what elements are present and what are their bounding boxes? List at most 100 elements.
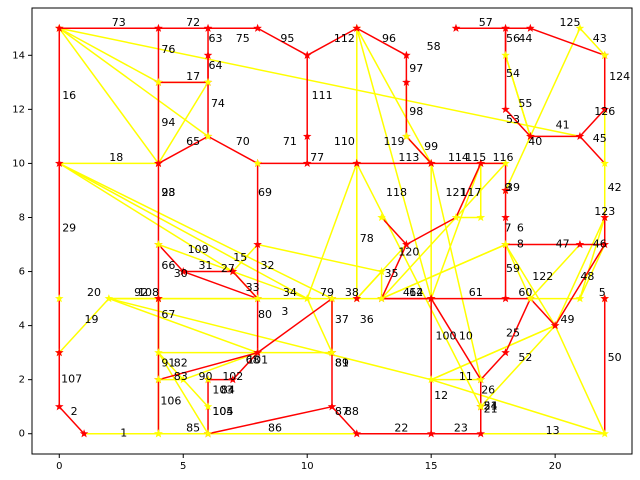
node-marker-90 [178, 375, 188, 384]
yellow-edge-16-70 [58, 27, 209, 138]
node-label-17: 17 [186, 70, 200, 83]
node-label-95: 95 [280, 32, 294, 45]
node-label-113: 113 [398, 151, 419, 164]
yellow-edge-40-125 [529, 27, 581, 137]
node-label-34: 34 [283, 286, 297, 299]
node-label-20: 20 [87, 286, 101, 299]
node-marker-29 [54, 158, 64, 168]
red-edge-68-83 [158, 351, 258, 381]
node-marker-12 [426, 375, 436, 384]
node-label-24: 24 [484, 400, 498, 413]
node-label-61: 61 [469, 286, 483, 299]
node-label-30: 30 [174, 267, 188, 280]
node-label-18: 18 [109, 151, 123, 164]
node-marker-55 [526, 131, 535, 141]
node-label-45: 45 [593, 132, 607, 145]
node-label-23: 23 [454, 421, 468, 434]
red-edge-120-14 [380, 244, 408, 299]
node-label-33: 33 [246, 281, 260, 294]
red-edge-98-113 [405, 135, 432, 164]
node-marker-106 [154, 429, 163, 438]
red-edge-11-10 [430, 298, 482, 381]
node-label-107: 107 [61, 373, 82, 386]
node-marker-126 [600, 104, 610, 113]
node-label-2: 2 [71, 405, 78, 418]
yellow-edge-116-36 [381, 162, 507, 300]
red-edge-41-45 [579, 135, 606, 164]
y-tick-label-10: 10 [12, 158, 25, 169]
node-marker-105 [203, 429, 213, 438]
yellow-edge-29-15 [58, 162, 234, 273]
node-label-52: 52 [518, 351, 532, 364]
node-marker-57 [451, 23, 461, 32]
x-tick-label-10: 10 [301, 461, 314, 472]
node-label-101: 101 [247, 354, 268, 367]
node-marker-26 [476, 375, 486, 384]
node-label-104: 104 [212, 405, 233, 418]
yellow-edge-15-34 [232, 270, 308, 300]
node-label-71: 71 [283, 135, 297, 148]
node-marker-122 [526, 294, 535, 303]
red-edge-30-31 [157, 244, 184, 273]
node-label-72: 72 [186, 16, 200, 29]
node-label-50: 50 [608, 351, 622, 364]
node-label-6: 6 [517, 221, 524, 234]
node-label-47: 47 [556, 238, 570, 251]
yellow-edge-40-39 [504, 136, 532, 191]
node-marker-44 [526, 23, 535, 32]
node-marker-34 [302, 294, 312, 303]
node-marker-47 [575, 240, 585, 249]
node-label-56: 56 [506, 32, 520, 45]
node-label-10: 10 [459, 329, 473, 342]
node-label-62: 62 [409, 286, 423, 299]
node-label-70: 70 [236, 135, 250, 148]
node-label-88: 88 [345, 405, 359, 418]
node-marker-36 [377, 294, 386, 303]
node-label-90: 90 [199, 370, 213, 383]
node-marker-22 [426, 429, 436, 438]
yellow-edge-12-52 [430, 324, 556, 381]
node-label-60: 60 [518, 286, 532, 299]
node-marker-35 [377, 267, 386, 276]
x-tick-label-20: 20 [549, 461, 562, 472]
node-label-35: 35 [385, 267, 399, 280]
node-label-28: 28 [161, 186, 175, 199]
yellow-edge-48-46 [579, 244, 606, 299]
yellow-edge-29-79 [58, 162, 333, 300]
node-marker-52 [550, 321, 560, 330]
y-tick-label-2: 2 [19, 375, 25, 386]
node-label-63: 63 [208, 32, 222, 45]
node-marker-108 [154, 294, 163, 303]
node-label-108: 108 [138, 286, 159, 299]
node-label-1: 1 [120, 427, 127, 440]
node-marker-103 [203, 375, 213, 384]
red-edge-65-28 [158, 135, 209, 165]
y-tick-label-4: 4 [19, 321, 25, 332]
red-edge-25-60 [504, 298, 532, 353]
yellow-edge-92-68 [108, 297, 258, 354]
node-marker-93 [154, 158, 163, 168]
node-marker-109 [154, 240, 163, 249]
yellow-edge-92-12 [108, 297, 432, 381]
node-marker-92 [104, 294, 114, 303]
node-label-89: 89 [335, 356, 349, 369]
node-label-106: 106 [160, 394, 181, 407]
node-marker-51 [476, 402, 486, 411]
node-label-7: 7 [505, 221, 512, 234]
red-edge-101-102 [232, 352, 259, 381]
node-marker-20 [54, 294, 64, 303]
node-label-27: 27 [221, 262, 235, 275]
node-label-85: 85 [186, 421, 200, 434]
node-marker-53 [501, 104, 510, 113]
red-route-edges [58, 27, 606, 435]
node-label-26: 26 [481, 383, 495, 396]
node-label-125: 125 [560, 16, 581, 29]
y-tick-label-12: 12 [12, 104, 25, 115]
node-marker-71 [253, 158, 262, 168]
node-marker-112 [352, 23, 362, 32]
node-marker-39 [501, 185, 510, 195]
node-label-91: 91 [161, 356, 175, 369]
